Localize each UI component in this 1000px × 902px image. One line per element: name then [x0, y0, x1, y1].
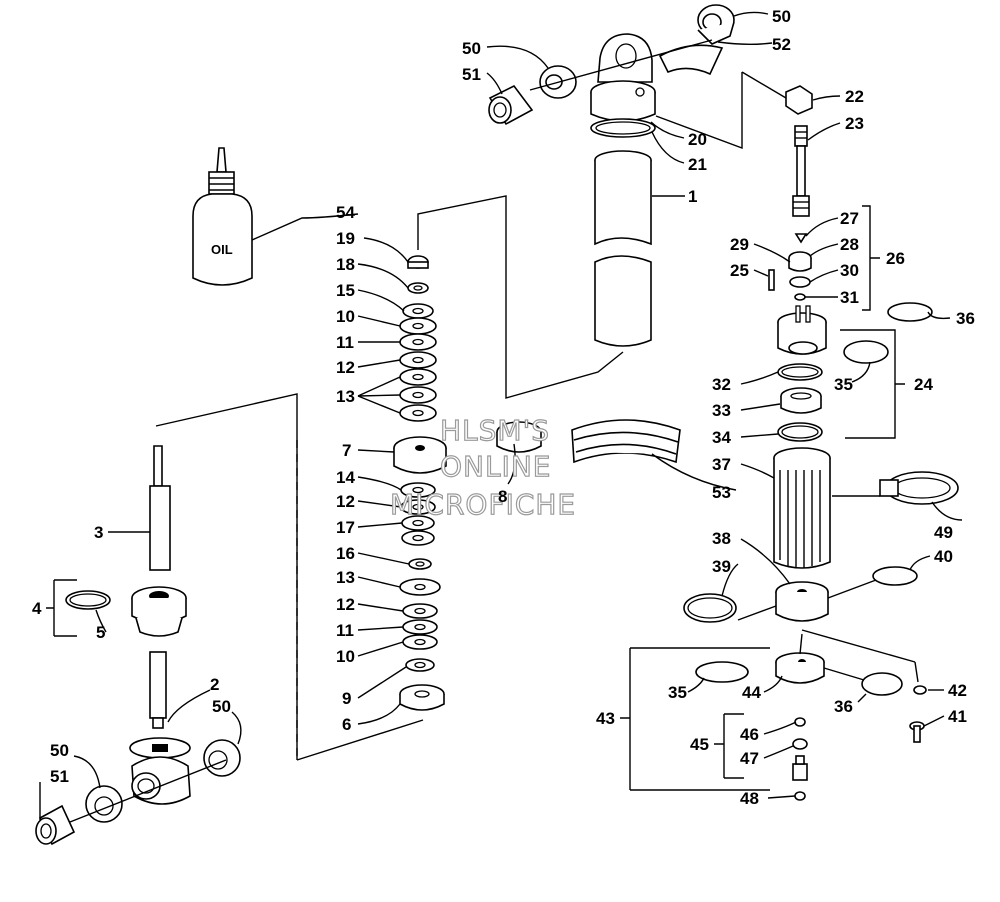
callout-28: 28 [840, 235, 859, 254]
valve-stack [155, 195, 624, 761]
callout-16: 16 [336, 544, 355, 563]
callout-4: 4 [32, 599, 42, 618]
callout-46: 46 [740, 725, 759, 744]
watermark-line-3: MICROFICHE [390, 488, 576, 521]
oil-bottle: OIL [192, 147, 253, 286]
callout-45: 45 [690, 735, 709, 754]
callout-42: 42 [948, 681, 967, 700]
callout-54: 54 [336, 203, 355, 222]
callout-34: 34 [712, 428, 731, 447]
callout-52: 52 [772, 35, 791, 54]
callout-12: 12 [336, 492, 355, 511]
callout-23: 23 [845, 114, 864, 133]
callout-9: 9 [342, 689, 351, 708]
callout-1: 1 [688, 187, 697, 206]
callout-6: 6 [342, 715, 351, 734]
callout-50: 50 [772, 7, 791, 26]
callout-51: 51 [462, 65, 481, 84]
callout-50: 50 [50, 741, 69, 760]
callout-25: 25 [730, 261, 749, 280]
callout-39: 39 [712, 557, 731, 576]
callout-37: 37 [712, 455, 731, 474]
callout-2: 2 [210, 675, 219, 694]
callout-13: 13 [336, 387, 355, 406]
callout-33: 33 [712, 401, 731, 420]
watermark: HLSM'S ONLINE MICROFICHE [389, 413, 576, 521]
callout-50: 50 [462, 39, 481, 58]
callout-40: 40 [934, 547, 953, 566]
callout-8: 8 [498, 487, 507, 506]
callout-11: 11 [336, 333, 354, 352]
callout-49: 49 [934, 523, 953, 542]
callout-48: 48 [740, 789, 759, 808]
watermark-line-1: HLSM'S [440, 414, 550, 447]
callout-43: 43 [596, 709, 615, 728]
callout-50: 50 [212, 697, 231, 716]
callout-36: 36 [956, 309, 975, 328]
callout-41: 41 [948, 707, 967, 726]
callout-51: 51 [50, 767, 69, 786]
callout-20: 20 [688, 130, 707, 149]
callout-21: 21 [688, 155, 707, 174]
callout-32: 32 [712, 375, 731, 394]
callout-13: 13 [336, 568, 355, 587]
callout-26: 26 [886, 249, 905, 268]
callout-15: 15 [336, 281, 355, 300]
callout-38: 38 [712, 529, 731, 548]
callout-36: 36 [834, 697, 853, 716]
callout-14: 14 [336, 468, 355, 487]
group-brackets [46, 205, 905, 791]
callout-11: 11 [336, 621, 354, 640]
callout-10: 10 [336, 307, 355, 326]
callout-24: 24 [914, 375, 933, 394]
callout-22: 22 [845, 87, 864, 106]
callout-labels: 50 52 50 51 20 21 1 22 23 27 28 26 29 25… [32, 7, 975, 808]
body-tube [594, 150, 652, 347]
callout-12: 12 [336, 358, 355, 377]
watermark-line-2: ONLINE [440, 450, 551, 483]
top-eye-assembly [488, 4, 735, 138]
callout-12: 12 [336, 595, 355, 614]
shaft-assembly [35, 445, 241, 846]
callout-19: 19 [336, 229, 355, 248]
oil-label: OIL [211, 242, 233, 257]
callout-35: 35 [834, 375, 853, 394]
callout-44: 44 [742, 683, 761, 702]
callout-27: 27 [840, 209, 859, 228]
callout-10: 10 [336, 647, 355, 666]
callout-53: 53 [712, 483, 731, 502]
reservoir-assembly [571, 71, 959, 801]
callout-35: 35 [668, 683, 687, 702]
callout-18: 18 [336, 255, 355, 274]
callout-5: 5 [96, 623, 105, 642]
callout-47: 47 [740, 749, 759, 768]
callout-30: 30 [840, 261, 859, 280]
callout-31: 31 [840, 288, 859, 307]
callout-29: 29 [730, 235, 749, 254]
leader-lines [39, 11, 963, 820]
callout-7: 7 [342, 441, 351, 460]
callout-3: 3 [94, 523, 103, 542]
callout-17: 17 [336, 518, 355, 537]
